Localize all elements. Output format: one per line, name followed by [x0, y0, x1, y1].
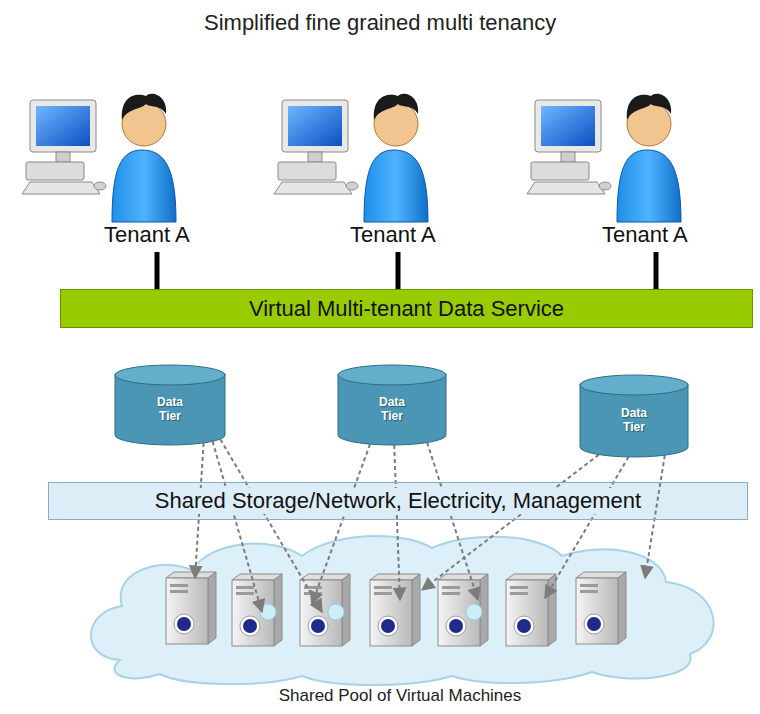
- tenant-label: Tenant A: [350, 222, 436, 248]
- shared-infrastructure-band: Shared Storage/Network, Electricity, Man…: [48, 482, 748, 520]
- cylinder-top: [338, 365, 446, 385]
- dashed-arrow: [422, 455, 599, 590]
- node-text: Data Tier: [368, 396, 416, 424]
- node-text: Data Tier: [610, 407, 658, 435]
- node-text: Shared Storage/Network, Electricity, Man…: [152, 488, 644, 514]
- dashed-arrow: [545, 457, 629, 598]
- node-text: Virtual Multi-tenant Data Service: [249, 296, 564, 322]
- dashed-arrow: [427, 443, 478, 600]
- diagram-title: Simplified fine grained multi tenancy: [204, 10, 556, 36]
- cylinder-top: [115, 365, 225, 385]
- node-text: Data Tier: [146, 396, 194, 424]
- dashed-arrow: [394, 445, 400, 600]
- tenant-label: Tenant A: [602, 222, 688, 248]
- dashed-arrow: [312, 444, 370, 604]
- dashed-arrow: [645, 455, 665, 578]
- node-text: Shared Pool of Virtual Machines: [279, 686, 522, 706]
- cylinder-top: [580, 375, 688, 395]
- dashed-arrow: [220, 439, 322, 612]
- data-tier-cylinder: Data Tier: [114, 364, 226, 446]
- data-tier-cylinder: Data Tier: [337, 364, 447, 446]
- data-service-bar: Virtual Multi-tenant Data Service: [60, 289, 753, 328]
- dashed-arrow: [213, 442, 262, 613]
- vm-pool-cloud: Shared Pool of Virtual Machines: [60, 528, 740, 710]
- data-tier-cylinder: Data Tier: [579, 374, 689, 458]
- tenant-label: Tenant A: [104, 222, 190, 248]
